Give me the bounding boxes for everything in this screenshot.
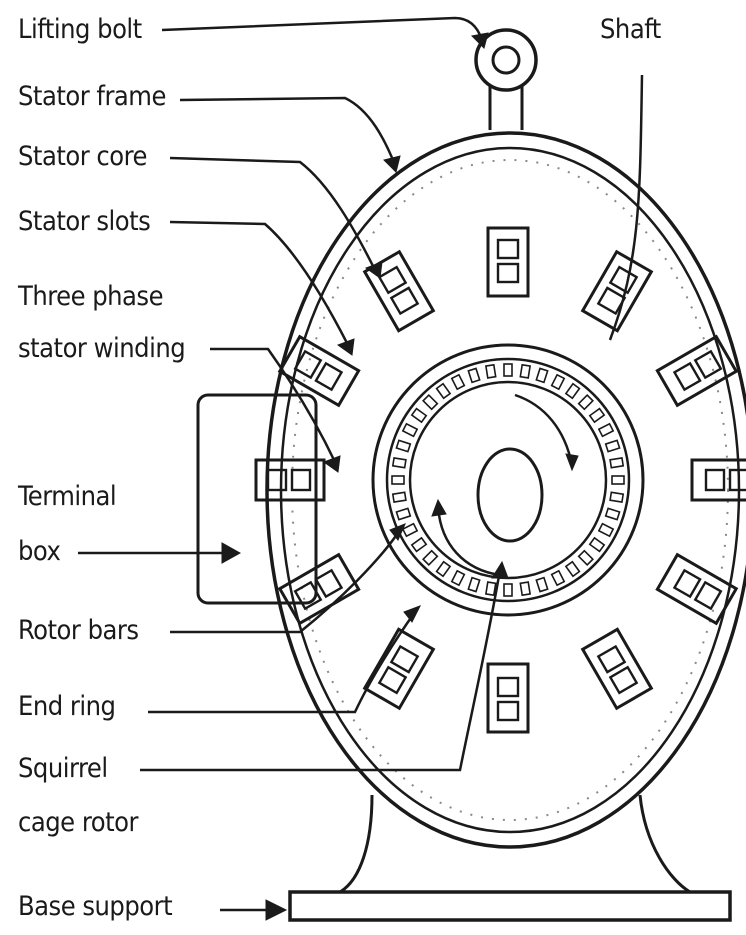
label-stator-frame: Stator frame	[18, 80, 166, 115]
rotor-outer-ring	[373, 345, 643, 615]
stator-slot	[365, 629, 434, 708]
rotor-bar	[393, 458, 406, 468]
rotor-bar	[396, 440, 410, 451]
label-base-support: Base support	[18, 890, 172, 925]
leader-lines	[78, 18, 642, 910]
base-support	[290, 892, 730, 920]
stator-frame-inner	[281, 148, 739, 832]
rotor-bar	[536, 578, 547, 592]
label-end-ring: End ring	[18, 690, 115, 725]
rotor-bar	[468, 578, 479, 592]
label-terminal-line2: box	[18, 535, 60, 570]
rotor-bar	[566, 562, 580, 576]
stator-slot	[488, 228, 528, 296]
rotor-bar	[599, 424, 613, 437]
rotor-bar-ring-outer	[387, 359, 629, 601]
label-lifting-bolt: Lifting bolt	[18, 13, 142, 48]
rotor-bar	[504, 584, 512, 596]
label-stator-slots: Stator slots	[18, 205, 150, 240]
stator-slot	[365, 252, 434, 331]
rotor-bar	[590, 409, 604, 423]
rotor-bar	[396, 508, 410, 519]
rotor-bar	[403, 424, 417, 437]
rotor-bar	[504, 364, 512, 376]
stator-slots	[256, 228, 746, 732]
leader-stator-slots	[170, 222, 348, 345]
rotor-bar	[452, 571, 465, 585]
rotor-bar	[486, 582, 496, 595]
rotor-bar	[393, 492, 406, 502]
rotation-arrows	[432, 395, 578, 575]
rotor-bar	[579, 395, 593, 409]
rotor-bar	[468, 368, 479, 382]
rotor-bar	[412, 538, 426, 552]
rotor-bar	[423, 395, 437, 409]
label-shaft: Shaft	[600, 13, 661, 48]
rotor-bar	[437, 384, 451, 398]
rotor-bar	[520, 365, 530, 378]
rotor-bar-ring-inner	[410, 382, 606, 578]
rotor-bar	[612, 476, 624, 484]
rotor-bar	[520, 582, 530, 595]
label-terminal-line1: Terminal	[18, 480, 116, 515]
stator-slot	[488, 664, 528, 732]
rotor-bar	[412, 409, 426, 423]
leader-shaft	[610, 75, 642, 340]
label-squirrel-line2: cage rotor	[18, 806, 138, 841]
rotor-bar	[579, 551, 593, 565]
leader-lifting-bolt	[162, 18, 482, 40]
leader-stator-frame	[180, 98, 395, 165]
rotor-bar	[566, 384, 580, 398]
label-rotor-bars: Rotor bars	[18, 614, 139, 649]
rotor-bar	[599, 524, 613, 537]
rotor-bar	[437, 562, 451, 576]
arrowheads	[222, 33, 508, 920]
label-stator-core: Stator core	[18, 140, 147, 175]
rotor-bar	[606, 440, 620, 451]
stator-slot	[583, 629, 652, 708]
label-three-phase-line1: Three phase	[18, 280, 163, 315]
rotor-bar	[403, 524, 417, 537]
leader-end-ring	[148, 612, 415, 712]
rotor-bar	[423, 551, 437, 565]
rotor-bar	[392, 476, 404, 484]
rotor-bar	[610, 492, 623, 502]
rotor-bar	[590, 538, 604, 552]
shaft	[478, 449, 542, 541]
label-three-phase-line2: stator winding	[18, 332, 185, 367]
rotor-bar	[486, 365, 496, 378]
label-squirrel-line1: Squirrel	[18, 752, 108, 787]
rotor-bar	[610, 458, 623, 468]
rotor-bar	[552, 571, 565, 585]
rotor-bar	[452, 375, 465, 389]
rotor-bar	[536, 368, 547, 382]
rotor-bar	[606, 508, 620, 519]
rotor-bar	[552, 375, 565, 389]
motor-legs	[340, 795, 690, 892]
rotor-bars	[392, 364, 624, 596]
